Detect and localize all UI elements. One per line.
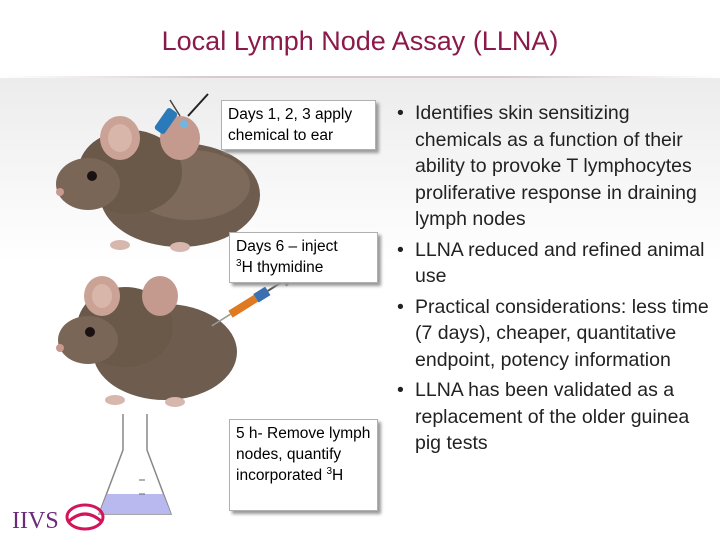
bullet-item: •LLNA has been validated as a replacemen… <box>397 379 690 454</box>
dropper-icon <box>154 93 209 134</box>
step-label-remove-pre: 5 h- Remove lymph nodes, quantify incorp… <box>236 425 371 484</box>
flask-icon <box>97 414 173 515</box>
syringe-icon <box>211 274 289 327</box>
svg-text:IIVS: IIVS <box>12 508 59 534</box>
step-box-remove: 5 h- Remove lymph nodes, quantify incorp… <box>229 419 378 511</box>
step-label-inject-sup: 3 <box>236 258 242 269</box>
bullet-item: •Identifies skin sensitizing chemicals a… <box>397 102 697 230</box>
bullet-list: •Identifies skin sensitizing chemicals a… <box>390 100 715 461</box>
step-box-inject: Days 6 – inject 3H thymidine <box>229 232 378 283</box>
title-underline <box>0 76 720 78</box>
step-label-apply: Days 1, 2, 3 apply chemical to ear <box>228 106 353 144</box>
bullet-text: LLNA reduced and refined animal use <box>415 238 705 288</box>
bullet-text: Identifies skin sensitizing chemicals as… <box>415 102 697 230</box>
step-label-inject-post: H thymidine <box>241 259 324 276</box>
step-label-inject-pre: Days 6 – inject <box>236 238 338 255</box>
slide-title: Local Lymph Node Assay (LLNA) <box>161 26 559 56</box>
mouse-illustration-1 <box>56 116 260 252</box>
step-label-remove-post: H <box>332 467 344 484</box>
bullet-item: •LLNA reduced and refined animal use <box>397 238 705 288</box>
bullet-text: Practical considerations: less time (7 d… <box>415 295 709 371</box>
step-label-remove-sup: 3 <box>326 466 333 477</box>
mouse-illustration-2 <box>56 276 237 407</box>
iivs-logo: IIVS <box>12 503 105 534</box>
bullet-item: •Practical considerations: less time (7 … <box>397 295 709 371</box>
bullet-text: LLNA has been validated as a replacement… <box>415 379 690 454</box>
step-box-apply: Days 1, 2, 3 apply chemical to ear <box>221 100 376 150</box>
